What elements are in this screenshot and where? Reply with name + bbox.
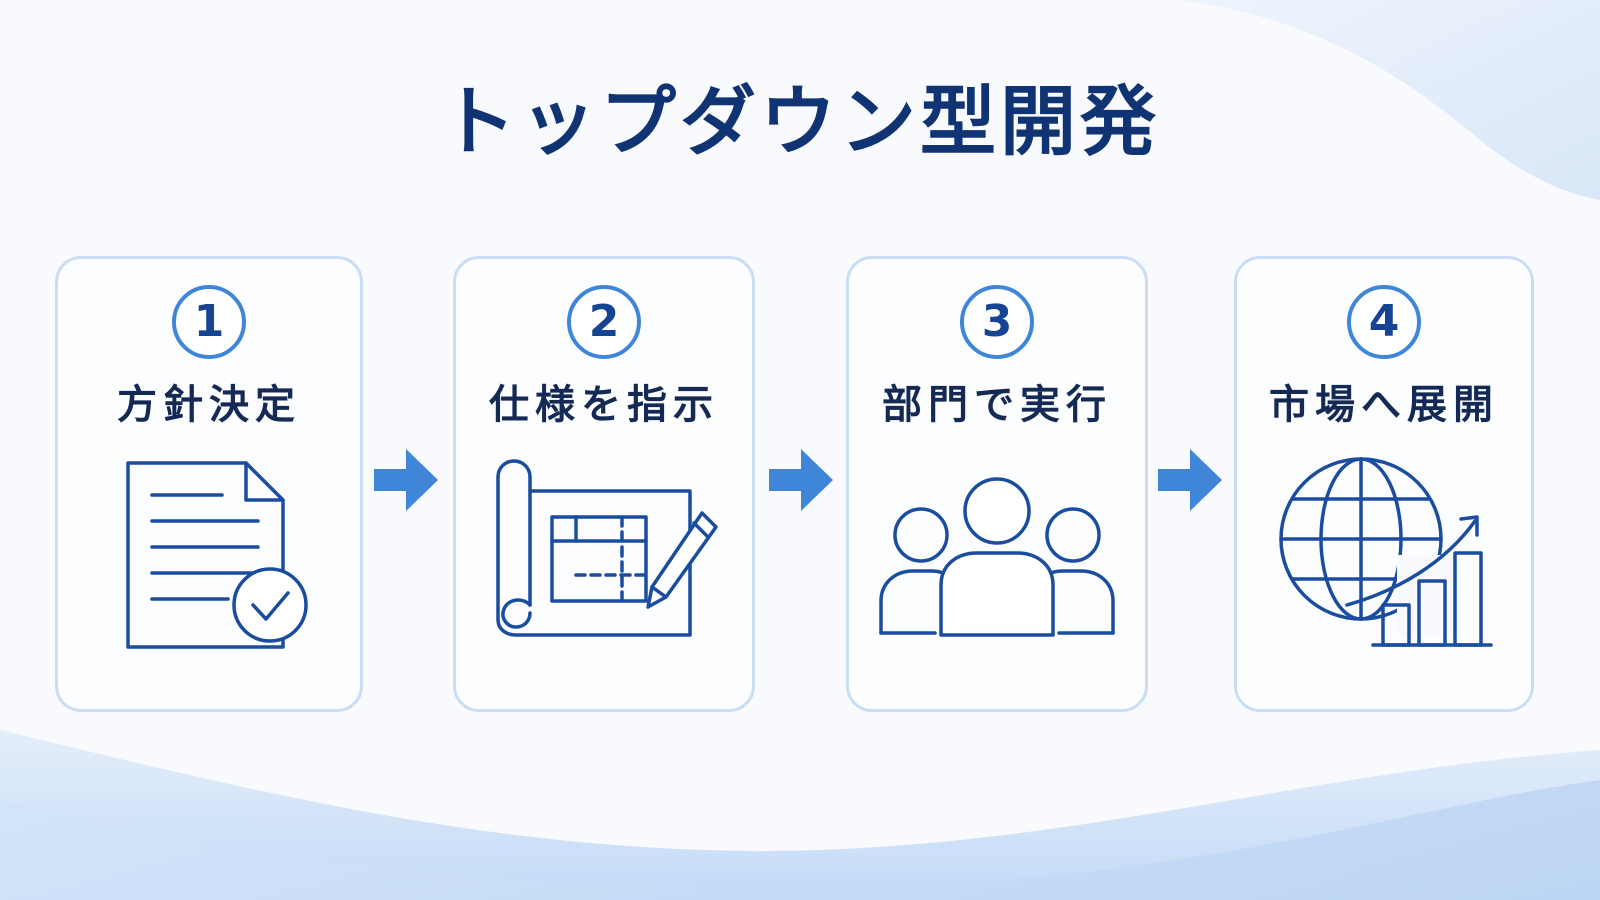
step-label: 部門で実行 xyxy=(882,382,1112,428)
step-card-3: 3 部門で実行 xyxy=(846,256,1148,712)
step-card-2: 2 仕様を指示 xyxy=(453,256,755,712)
step-card-1: 1 方針決定 xyxy=(55,256,363,712)
team-icon xyxy=(879,477,1115,637)
flow-arrow-1 xyxy=(374,449,438,511)
document-check-icon xyxy=(126,461,308,649)
step-label: 方針決定 xyxy=(117,382,301,428)
flow-arrow-2 xyxy=(769,449,833,511)
step-number-badge: 1 xyxy=(172,285,246,359)
flow-arrow-3 xyxy=(1158,449,1222,511)
page-title: トップダウン型開発 xyxy=(440,77,1160,166)
step-number-badge: 3 xyxy=(960,285,1034,359)
globe-growth-chart-icon xyxy=(1279,457,1493,647)
step-label: 市場へ展開 xyxy=(1269,382,1499,428)
step-card-4: 4 市場へ展開 xyxy=(1234,256,1534,712)
step-number-badge: 2 xyxy=(567,285,641,359)
blueprint-pencil-icon xyxy=(496,459,718,637)
step-number-badge: 4 xyxy=(1347,285,1421,359)
step-label: 仕様を指示 xyxy=(489,382,719,428)
